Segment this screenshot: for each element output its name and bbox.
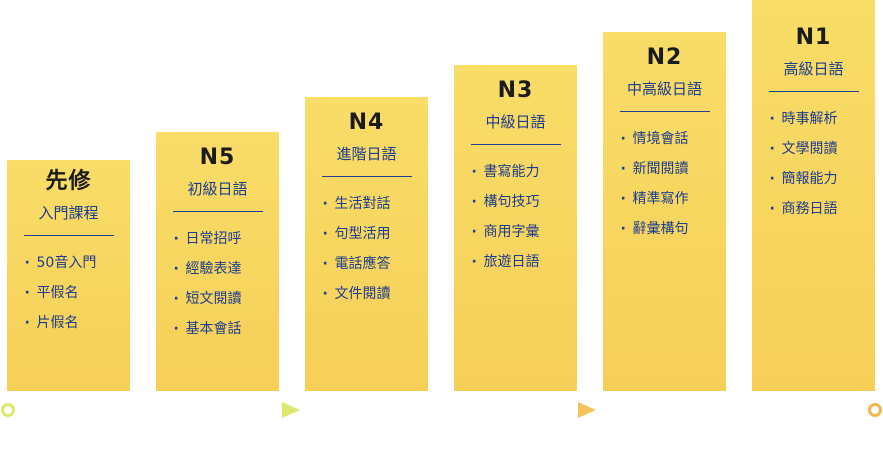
- card-title: N2: [646, 45, 683, 70]
- list-item: 句型活用: [323, 219, 411, 249]
- card-topic-list: 生活對話 句型活用 電話應答 文件閱讀: [323, 189, 411, 309]
- card-title: N3: [497, 78, 534, 103]
- timeline-end-circle: [868, 403, 882, 417]
- course-card-n5: N5 初級日語 日常招呼 經驗表達 短文閱讀 基本會話: [156, 132, 279, 391]
- progress-timeline: [1, 402, 882, 418]
- card-topic-list: 日常招呼 經驗表達 短文閱讀 基本會話: [174, 224, 262, 344]
- card-topic-list: 書寫能力 構句技巧 商用字彙 旅遊日語: [472, 157, 560, 277]
- card-topic-list: 時事解析 文學閱讀 簡報能力 商務日語: [770, 104, 858, 224]
- card-subtitle: 進階日語: [321, 143, 412, 178]
- list-item: 平假名: [25, 278, 113, 308]
- card-title: N1: [795, 25, 832, 50]
- card-topic-list: 情境會話 新聞閱讀 精準寫作 辭彙構句: [621, 124, 709, 244]
- timeline-start-circle: [1, 403, 15, 417]
- card-subtitle: 中高級日語: [619, 78, 710, 113]
- card-topic-list: 50音入門 平假名 片假名: [25, 248, 113, 338]
- card-subtitle: 入門課程: [23, 202, 114, 237]
- list-item: 書寫能力: [472, 157, 560, 187]
- list-item: 生活對話: [323, 189, 411, 219]
- list-item: 構句技巧: [472, 187, 560, 217]
- list-item: 短文閱讀: [174, 284, 262, 314]
- timeline-arrow-icon: [578, 402, 596, 418]
- card-title: N4: [348, 110, 385, 135]
- list-item: 基本會話: [174, 314, 262, 344]
- course-card-n3: N3 中級日語 書寫能力 構句技巧 商用字彙 旅遊日語: [454, 65, 577, 391]
- card-subtitle: 高級日語: [768, 58, 859, 93]
- course-card-n2: N2 中高級日語 情境會話 新聞閱讀 精準寫作 辭彙構句: [603, 32, 726, 391]
- card-subtitle: 初級日語: [172, 178, 263, 213]
- course-card-n1: N1 高級日語 時事解析 文學閱讀 簡報能力 商務日語: [752, 0, 875, 391]
- list-item: 文件閱讀: [323, 279, 411, 309]
- list-item: 旅遊日語: [472, 247, 560, 277]
- course-card-prep: 先修 入門課程 50音入門 平假名 片假名: [7, 160, 130, 391]
- list-item: 商用字彙: [472, 217, 560, 247]
- list-item: 商務日語: [770, 194, 858, 224]
- card-title: N5: [199, 145, 236, 170]
- card-subtitle: 中級日語: [470, 111, 561, 146]
- list-item: 50音入門: [25, 248, 113, 278]
- list-item: 經驗表達: [174, 254, 262, 284]
- list-item: 簡報能力: [770, 164, 858, 194]
- list-item: 辭彙構句: [621, 214, 709, 244]
- course-card-n4: N4 進階日語 生活對話 句型活用 電話應答 文件閱讀: [305, 97, 428, 391]
- list-item: 新聞閱讀: [621, 154, 709, 184]
- timeline-arrow-icon: [282, 402, 300, 418]
- list-item: 片假名: [25, 308, 113, 338]
- list-item: 精準寫作: [621, 184, 709, 214]
- list-item: 電話應答: [323, 249, 411, 279]
- list-item: 文學閱讀: [770, 134, 858, 164]
- list-item: 日常招呼: [174, 224, 262, 254]
- card-title: 先修: [45, 169, 92, 194]
- list-item: 時事解析: [770, 104, 858, 134]
- list-item: 情境會話: [621, 124, 709, 154]
